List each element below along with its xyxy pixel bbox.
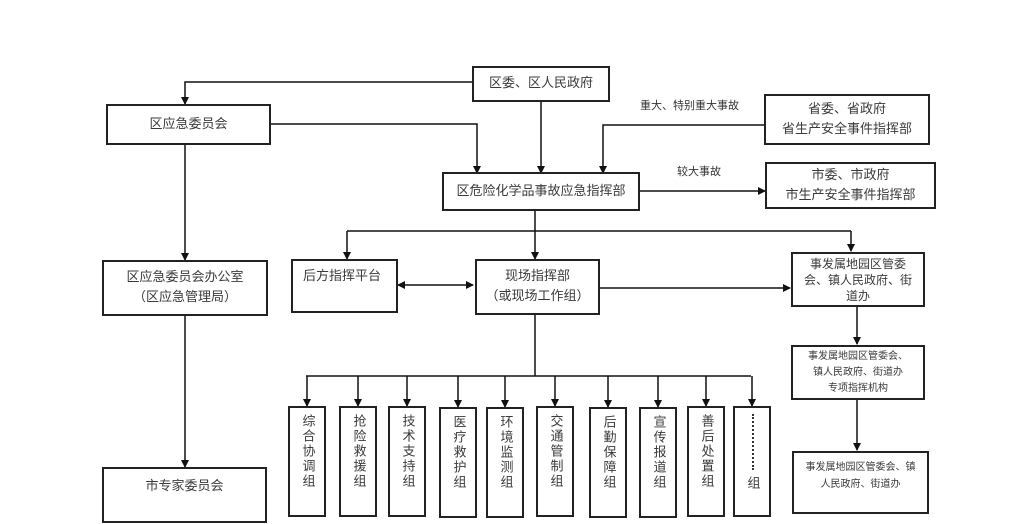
ellipsis-group-box: 组 [733, 406, 771, 517]
group-label: 抢险救援组 [350, 414, 366, 489]
edge-top-to-committee [181, 81, 473, 105]
expert-committee-label: 市专家委员会 [145, 479, 224, 494]
city-box: 市委、市政府 市生产安全事件指挥部 [765, 162, 936, 209]
hazmat-command-hq-label: 区危险化学品事故应急指挥部 [456, 183, 626, 199]
onsite-command-box: 现场指挥部 （或现场工作组） [475, 259, 600, 315]
edge-label-larger: 较大事故 [677, 165, 721, 178]
group-label: 交通管制组 [547, 414, 563, 489]
local-government-line-2: 会、镇人民政府、街 [803, 272, 912, 287]
hazmat-command-hq-box: 区危险化学品事故应急指挥部 [442, 172, 640, 211]
group-label: 技术支持组 [399, 414, 415, 489]
edge-committee-to-hq [270, 123, 481, 174]
group-label: 善后处置组 [698, 414, 714, 489]
province-line-2: 省生产安全事件指挥部 [781, 121, 912, 137]
emergency-committee-label: 区应急委员会 [149, 116, 228, 132]
committee-office-line-2: （区应急管理局） [132, 290, 237, 305]
onsite-command-line-1: 现场指挥部 [504, 269, 570, 284]
group-box: 技术支持组 [388, 406, 426, 517]
local-special-line-2: 镇人民政府、街道办 [813, 366, 903, 378]
group-box: 综合协调组 [288, 406, 326, 517]
group-box: 善后处置组 [687, 406, 725, 517]
group-label: 宣传报道组 [650, 415, 666, 490]
committee-office-box: 区应急委员会办公室 （区应急管理局） [102, 260, 268, 316]
ellipsis-dots [752, 414, 754, 470]
edge-province-to-hq [599, 124, 765, 174]
local-government-box: 事发属地园区管委 会、镇人民政府、街 道办 [791, 252, 925, 307]
local-government-line-3: 道办 [845, 288, 870, 303]
expert-committee-box: 市专家委员会 [102, 467, 267, 523]
city-line-1: 市委、市政府 [811, 167, 890, 183]
edge-label-major: 重大、特别重大事故 [640, 99, 739, 112]
local-special-line-1: 事发属地园区管委会、 [808, 350, 908, 362]
committee-office-line-1: 区应急委员会办公室 [126, 270, 244, 285]
city-line-2: 市生产安全事件指挥部 [785, 187, 916, 203]
rear-command-platform-box: 后方指挥平台 [291, 259, 398, 313]
group-box: 抢险救援组 [339, 406, 377, 517]
district-party-government-box: 区委、区人民政府 [472, 66, 610, 102]
district-party-government-label: 区委、区人民政府 [488, 76, 593, 91]
group-box: 后勤保障组 [589, 407, 627, 518]
local-government-2-box: 事发属地园区管委会、镇 人民政府、街道办 [792, 451, 929, 514]
local-special-line-3: 专项指挥机构 [828, 382, 888, 394]
group-box: 交通管制组 [536, 406, 574, 517]
local-government-line-1: 事发属地园区管委 [809, 256, 906, 271]
local-government-2-line-2: 人民政府、街道办 [820, 479, 901, 490]
group-label: 环境监测组 [497, 415, 513, 490]
group-box: 医疗救护组 [439, 407, 477, 518]
group-label: 医疗救护组 [450, 415, 466, 490]
group-box: 环境监测组 [486, 407, 524, 518]
emergency-committee-box: 区应急委员会 [106, 104, 271, 145]
group-label: 综合协调组 [299, 414, 315, 489]
ellipsis-group-label: 组 [744, 476, 760, 491]
province-box: 省委、省政府 省生产安全事件指挥部 [764, 94, 930, 145]
group-box: 宣传报道组 [639, 407, 677, 518]
province-line-1: 省委、省政府 [807, 101, 886, 117]
rear-command-platform-label: 后方指挥平台 [303, 269, 382, 284]
group-label: 后勤保障组 [600, 415, 616, 490]
local-special-command-box: 事发属地园区管委会、 镇人民政府、街道办 专项指挥机构 [791, 345, 925, 400]
local-government-2-line-1: 事发属地园区管委会、镇 [805, 462, 916, 473]
onsite-command-line-2: （或现场工作组） [485, 289, 590, 304]
